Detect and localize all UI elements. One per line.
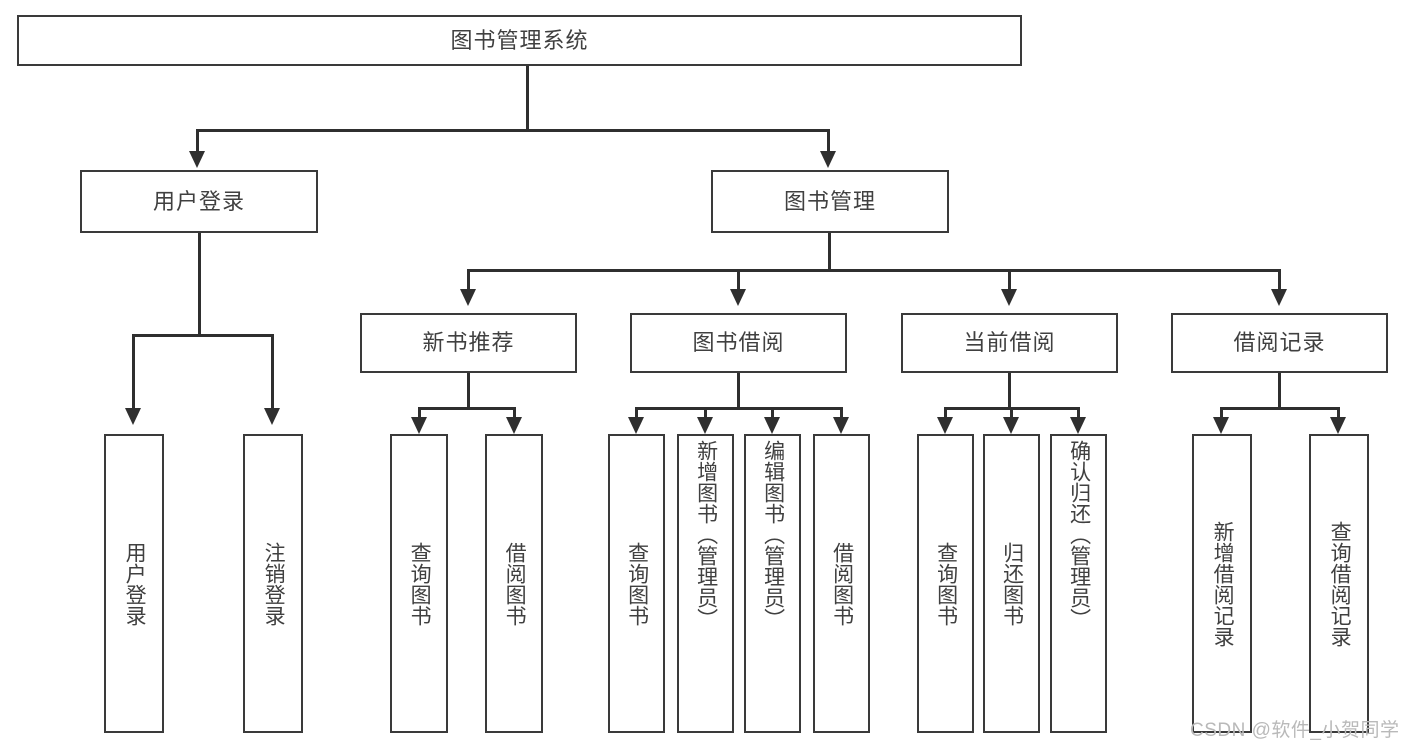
connector-cb-leg-3 — [1077, 407, 1080, 419]
connector-cb-leg-1 — [944, 407, 947, 419]
node-label: 图书管理系统 — [450, 27, 589, 53]
node-label: 当前借阅 — [963, 330, 1056, 356]
leaf-bb-borrow-book[interactable]: 借阅图书 — [813, 434, 870, 733]
connector-level2-leg-2 — [737, 269, 740, 291]
node-label: 新增借阅记录 — [1211, 520, 1235, 647]
arrowhead-leaf-logout — [264, 408, 280, 425]
node-label: 查询图书 — [625, 541, 649, 626]
connector-root-leg-left — [196, 129, 199, 153]
node-new-book-recommend[interactable]: 新书推荐 — [360, 313, 577, 373]
connector-level2-leg-4 — [1278, 269, 1281, 291]
arrowhead-bb-leaf-3 — [764, 417, 780, 434]
arrowhead-cb-leaf-1 — [937, 417, 953, 434]
connector-br-leg-2 — [1337, 407, 1340, 419]
arrowhead-bb-leaf-2 — [697, 417, 713, 434]
leaf-nbr-borrow-book[interactable]: 借阅图书 — [485, 434, 543, 733]
connector-root-stem — [526, 66, 529, 130]
node-label: 借阅记录 — [1233, 330, 1326, 356]
connector-bb-stem — [737, 373, 740, 409]
connector-bb-leg-3 — [771, 407, 774, 419]
connector-nbr-leg-2 — [513, 407, 516, 419]
connector-br-stem — [1278, 373, 1281, 409]
connector-bb-bar — [636, 407, 842, 410]
leaf-cb-return-book[interactable]: 归还图书 — [983, 434, 1040, 733]
node-label: 查询借阅记录 — [1328, 520, 1352, 647]
node-book-borrow[interactable]: 图书借阅 — [630, 313, 847, 373]
node-current-borrow[interactable]: 当前借阅 — [901, 313, 1118, 373]
node-label: 编辑图书（管理员） — [761, 440, 785, 629]
leaf-nbr-query-book[interactable]: 查询图书 — [390, 434, 448, 733]
node-label: 新增图书（管理员） — [694, 440, 718, 629]
arrowhead-new-book-recommend — [460, 289, 476, 306]
connector-nbr-leg-1 — [418, 407, 421, 419]
leaf-bb-query-book[interactable]: 查询图书 — [608, 434, 665, 733]
arrowhead-nbr-leaf-1 — [411, 417, 427, 434]
connector-user-login-stem — [198, 233, 201, 335]
arrowhead-cb-leaf-3 — [1070, 417, 1086, 434]
node-label: 借阅图书 — [830, 541, 854, 626]
connector-user-login-leg-1 — [132, 334, 135, 410]
connector-book-management-stem — [828, 233, 831, 271]
leaf-logout[interactable]: 注销登录 — [243, 434, 303, 733]
node-book-management[interactable]: 图书管理 — [711, 170, 949, 233]
arrowhead-bb-leaf-4 — [833, 417, 849, 434]
leaf-user-login[interactable]: 用户登录 — [104, 434, 164, 733]
arrowhead-user-login — [189, 151, 205, 168]
node-label: 确认归还（管理员） — [1067, 440, 1091, 629]
connector-br-leg-1 — [1220, 407, 1223, 419]
leaf-br-query-record[interactable]: 查询借阅记录 — [1309, 434, 1369, 733]
arrowhead-leaf-user-login — [125, 408, 141, 425]
connector-bb-leg-4 — [840, 407, 843, 419]
arrowhead-bb-leaf-1 — [628, 417, 644, 434]
connector-nbr-stem — [467, 373, 470, 409]
connector-bb-leg-1 — [635, 407, 638, 419]
arrowhead-book-management — [820, 151, 836, 168]
connector-user-login-leg-2 — [271, 334, 274, 410]
leaf-cb-query-book[interactable]: 查询图书 — [917, 434, 974, 733]
node-borrow-record[interactable]: 借阅记录 — [1171, 313, 1388, 373]
leaf-br-add-record[interactable]: 新增借阅记录 — [1192, 434, 1252, 733]
connector-cb-leg-2 — [1010, 407, 1013, 419]
arrowhead-current-borrow — [1001, 289, 1017, 306]
node-label: 用户登录 — [123, 541, 147, 626]
connector-root-leg-right — [827, 129, 830, 153]
arrowhead-br-leaf-1 — [1213, 417, 1229, 434]
node-label: 注销登录 — [262, 541, 286, 626]
node-label: 图书管理 — [783, 188, 876, 214]
arrowhead-nbr-leaf-2 — [506, 417, 522, 434]
leaf-cb-confirm-return-admin[interactable]: 确认归还（管理员） — [1050, 434, 1107, 733]
connector-nbr-bar — [419, 407, 515, 410]
connector-bb-leg-2 — [704, 407, 707, 419]
connector-level2-bar — [468, 269, 1280, 272]
leaf-bb-edit-book-admin[interactable]: 编辑图书（管理员） — [744, 434, 801, 733]
node-label: 新书推荐 — [422, 330, 515, 356]
leaf-bb-add-book-admin[interactable]: 新增图书（管理员） — [677, 434, 734, 733]
arrowhead-book-borrow — [730, 289, 746, 306]
node-label: 归还图书 — [1000, 541, 1024, 626]
connector-root-bar — [197, 129, 829, 132]
arrowhead-borrow-record — [1271, 289, 1287, 306]
node-label: 图书借阅 — [692, 330, 785, 356]
connector-user-login-bar — [133, 334, 273, 337]
node-label: 查询图书 — [408, 541, 432, 626]
node-label: 借阅图书 — [503, 541, 527, 626]
connector-cb-stem — [1008, 373, 1011, 409]
node-label: 用户登录 — [152, 188, 245, 214]
node-user-login[interactable]: 用户登录 — [80, 170, 318, 233]
node-label: 查询图书 — [934, 541, 958, 626]
connector-br-bar — [1221, 407, 1339, 410]
connector-level2-leg-3 — [1008, 269, 1011, 291]
connector-level2-leg-1 — [467, 269, 470, 291]
arrowhead-br-leaf-2 — [1330, 417, 1346, 434]
arrowhead-cb-leaf-2 — [1003, 417, 1019, 434]
node-root-book-management-system[interactable]: 图书管理系统 — [17, 15, 1022, 66]
